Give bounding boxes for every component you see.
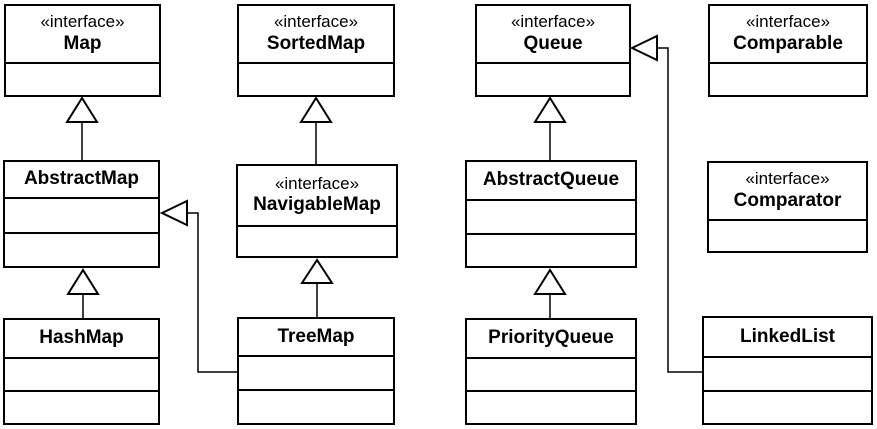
- empty-compartment: [477, 64, 629, 95]
- class-title: TreeMap: [239, 319, 393, 357]
- class-name-label: Map: [63, 32, 102, 54]
- hollow-triangle-icon: [533, 268, 567, 295]
- empty-compartment: [239, 64, 393, 95]
- class-box-comparable: «interface» Comparable: [708, 4, 868, 97]
- class-name-label: Comparable: [733, 32, 843, 54]
- empty-compartment: [467, 359, 635, 390]
- generalization-treemap-to-navigablemap: [300, 258, 334, 318]
- stereotype-label: «interface»: [274, 173, 360, 193]
- empty-compartment: [239, 357, 393, 389]
- empty-compartment: [704, 389, 871, 423]
- class-name-label: SortedMap: [266, 32, 366, 54]
- class-name-label: AbstractQueue: [482, 169, 620, 191]
- hollow-triangle-icon: [629, 34, 658, 62]
- class-name-label: Comparator: [733, 189, 842, 211]
- empty-compartment: [5, 359, 158, 390]
- empty-compartment: [238, 227, 396, 256]
- class-name-label: LinkedList: [739, 325, 835, 347]
- empty-compartment: [5, 199, 158, 232]
- class-box-hashmap: HashMap: [3, 318, 160, 425]
- hollow-triangle-icon: [66, 268, 100, 295]
- class-name-label: NavigableMap: [253, 194, 381, 216]
- stereotype-label: «interface»: [745, 169, 830, 189]
- stereotype-label: «interface»: [40, 12, 125, 32]
- class-box-abstractmap: AbstractMap: [3, 160, 160, 268]
- stereotype-label: «interface»: [510, 12, 596, 32]
- empty-compartment: [467, 390, 635, 423]
- empty-compartment: [6, 64, 159, 95]
- empty-compartment: [709, 221, 866, 251]
- hollow-triangle-icon: [533, 96, 567, 123]
- empty-compartment: [710, 64, 866, 95]
- class-box-abstractqueue: AbstractQueue: [465, 160, 637, 268]
- class-box-sortedmap: «interface» SortedMap: [237, 4, 395, 97]
- class-box-navigablemap: «interface» NavigableMap: [236, 164, 398, 258]
- class-title: «interface» Queue: [477, 6, 629, 64]
- class-box-linkedlist: LinkedList: [702, 316, 873, 425]
- class-title: «interface» NavigableMap: [238, 166, 396, 227]
- class-title: PriorityQueue: [467, 320, 635, 359]
- empty-compartment: [239, 389, 393, 423]
- empty-compartment: [467, 232, 635, 266]
- class-name-label: AbstractMap: [23, 168, 140, 190]
- class-name-label: TreeMap: [277, 325, 355, 347]
- class-title: «interface» Comparator: [709, 163, 866, 221]
- hollow-triangle-icon: [299, 96, 333, 123]
- empty-compartment: [467, 201, 635, 233]
- class-name-label: PriorityQueue: [488, 327, 614, 349]
- generalization-priorityqueue-to-abstractqueue: [533, 268, 567, 319]
- stereotype-label: «interface»: [273, 12, 359, 32]
- class-name-label: Queue: [523, 32, 583, 54]
- class-title: «interface» Map: [6, 6, 159, 64]
- generalization-abstractqueue-to-queue: [533, 96, 567, 161]
- generalization-linkedlist-to-queue: [629, 34, 703, 373]
- generalization-abstractmap-to-map: [65, 96, 99, 161]
- class-box-map: «interface» Map: [4, 4, 161, 97]
- class-title: AbstractQueue: [467, 162, 635, 201]
- generalization-navigablemap-to-sortedmap: [299, 96, 333, 165]
- hollow-triangle-icon: [300, 258, 334, 284]
- class-box-queue: «interface» Queue: [475, 4, 631, 97]
- class-name-label: HashMap: [39, 327, 124, 349]
- class-title: «interface» SortedMap: [239, 6, 393, 64]
- stereotype-label: «interface»: [745, 12, 831, 32]
- empty-compartment: [704, 358, 871, 390]
- hollow-triangle-icon: [159, 199, 188, 227]
- empty-compartment: [5, 390, 158, 423]
- class-title: HashMap: [5, 320, 158, 359]
- empty-compartment: [5, 231, 158, 266]
- class-title: AbstractMap: [5, 162, 158, 199]
- generalization-treemap-to-abstractmap: [159, 199, 238, 373]
- generalization-hashmap-to-abstractmap: [66, 268, 100, 319]
- class-box-comparator: «interface» Comparator: [707, 161, 868, 253]
- class-title: «interface» Comparable: [710, 6, 866, 64]
- hollow-triangle-icon: [65, 96, 99, 123]
- class-title: LinkedList: [704, 318, 871, 358]
- class-box-treemap: TreeMap: [237, 317, 395, 425]
- class-box-priorityqueue: PriorityQueue: [465, 318, 637, 425]
